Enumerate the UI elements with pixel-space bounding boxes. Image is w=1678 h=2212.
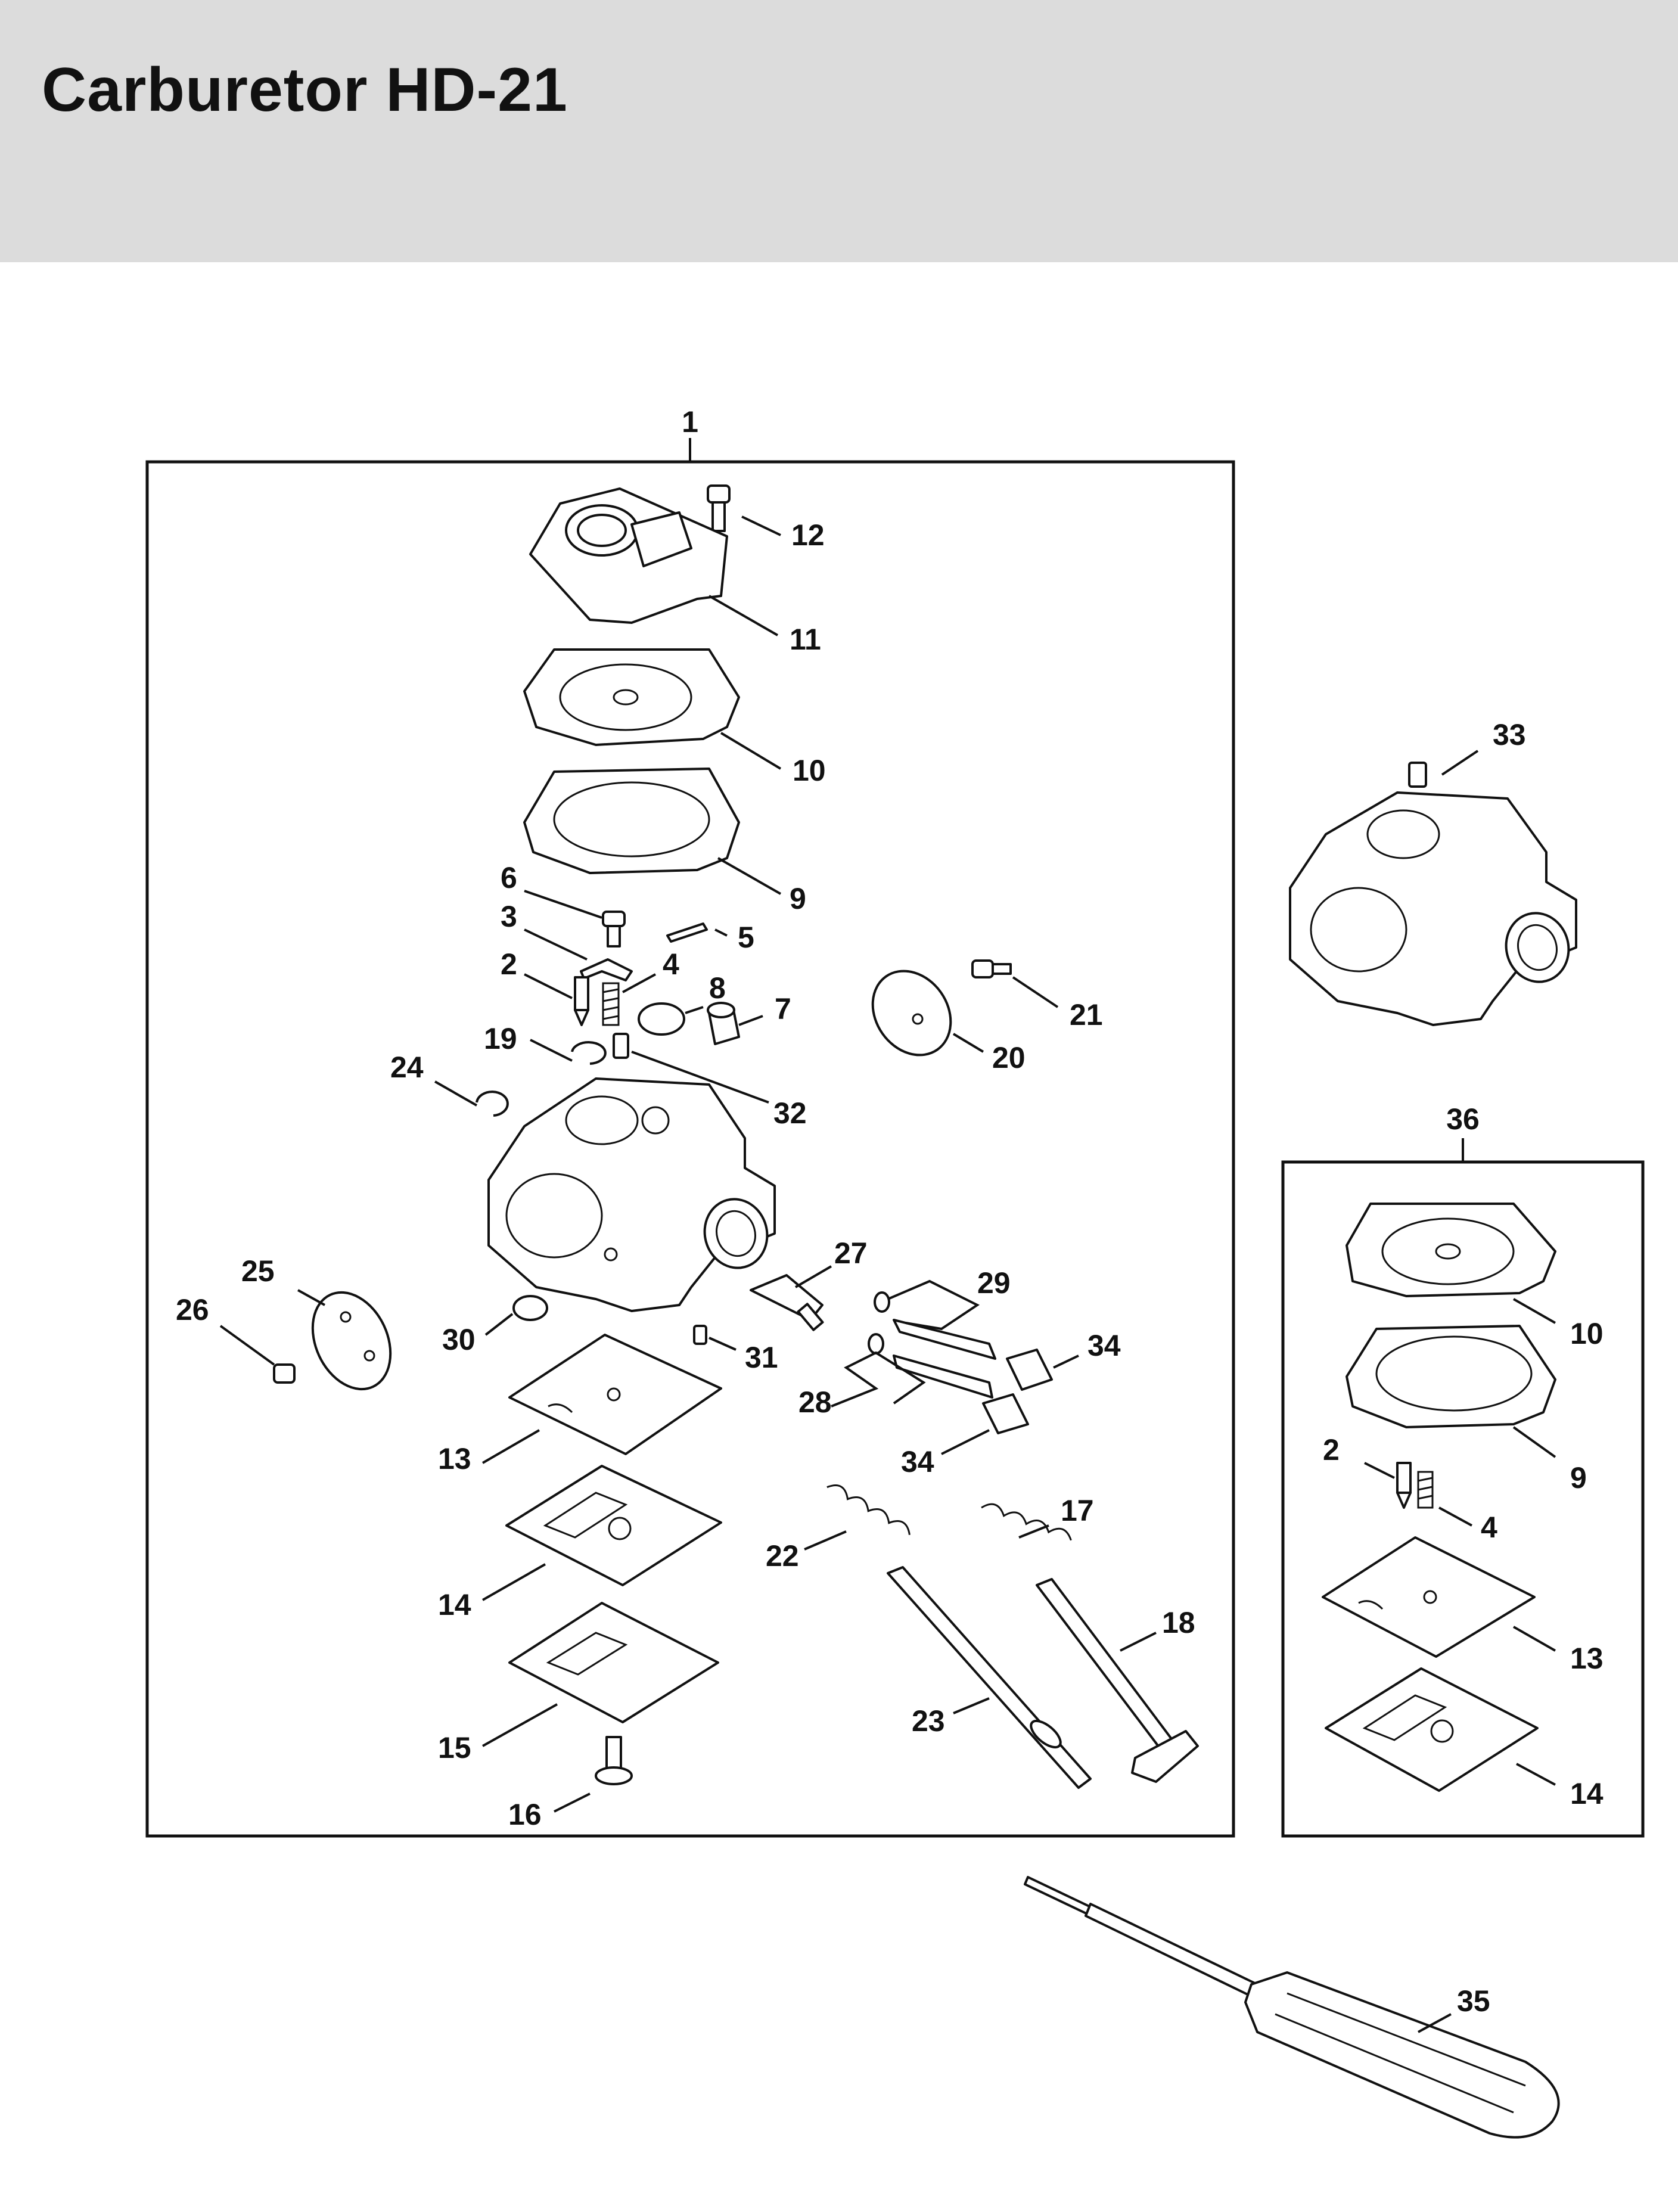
callout-14: 14 <box>438 1588 471 1621</box>
kit-part-14-plate <box>1325 1667 1539 1792</box>
part-30-screen <box>512 1295 548 1321</box>
part-27-needle-screw <box>750 1274 824 1331</box>
kit-part-9-gasket <box>1345 1325 1556 1428</box>
part-7-plug <box>707 1002 740 1045</box>
callout-18: 18 <box>1162 1606 1195 1639</box>
callout-8: 8 <box>709 971 726 1005</box>
callout-31: 31 <box>745 1341 778 1374</box>
callout-26: 26 <box>176 1293 209 1326</box>
kit-callout-4: 4 <box>1481 1511 1497 1544</box>
part-9-gasket <box>523 768 740 874</box>
part-26-screw <box>273 1363 296 1384</box>
part-23-throttle-shaft <box>887 1566 1092 1789</box>
part-20-plate <box>871 970 952 1057</box>
part-16-screw <box>595 1736 633 1785</box>
part-6-screw <box>602 911 626 947</box>
callout-28: 28 <box>798 1385 832 1419</box>
carburetor-body <box>487 1077 776 1312</box>
part-22-spring <box>826 1484 911 1535</box>
part-12-screw <box>707 484 731 532</box>
kit-callout-10: 10 <box>1570 1317 1604 1350</box>
carburetor-body-reference <box>1289 791 1577 1026</box>
part-24-clip <box>476 1091 509 1117</box>
part-2-needle <box>574 976 589 1026</box>
callout-6: 6 <box>501 861 517 894</box>
part-31-pin <box>693 1325 707 1345</box>
callout-19: 19 <box>484 1022 517 1055</box>
callout-36: 36 <box>1446 1102 1480 1136</box>
part-32-screw <box>613 1033 629 1059</box>
part-5-pin <box>666 922 708 943</box>
part-18-choke-shaft <box>1036 1578 1199 1783</box>
callout-5: 5 <box>738 921 754 954</box>
callout-34-lower: 34 <box>901 1445 934 1478</box>
part-17-spring <box>981 1503 1072 1541</box>
part-21-screw <box>971 959 1012 978</box>
part-29-needle <box>874 1291 996 1360</box>
part-13-gasket <box>508 1334 722 1455</box>
callout-24: 24 <box>390 1051 424 1084</box>
kit-callout-13: 13 <box>1570 1642 1604 1675</box>
callout-2: 2 <box>501 947 517 981</box>
callout-group: 1 12 11 10 9 6 5 3 2 4 8 7 19 24 32 21 2 <box>176 405 1604 2033</box>
kit-part-4-spring <box>1417 1471 1434 1509</box>
part-34-limiter-cap <box>982 1349 1053 1434</box>
part-33-plug <box>1408 762 1427 788</box>
callout-15: 15 <box>438 1731 471 1764</box>
part-4-spring <box>602 982 620 1026</box>
callout-29: 29 <box>977 1266 1011 1300</box>
callout-30: 30 <box>442 1323 476 1356</box>
callout-13: 13 <box>438 1442 471 1475</box>
part-14-metering-plate <box>505 1465 722 1586</box>
callout-12: 12 <box>791 518 825 552</box>
callout-7: 7 <box>775 992 791 1026</box>
callout-35: 35 <box>1457 1984 1490 2018</box>
callout-1: 1 <box>682 405 698 439</box>
page-title: Carburetor HD-21 <box>42 55 568 125</box>
header-band <box>0 0 1678 262</box>
part-8-disc <box>638 1002 685 1036</box>
callout-9: 9 <box>790 882 806 915</box>
callout-3: 3 <box>501 900 517 933</box>
callout-11: 11 <box>790 623 821 656</box>
callout-10: 10 <box>793 754 826 787</box>
callout-25: 25 <box>241 1254 275 1288</box>
kit-callout-14: 14 <box>1570 1777 1604 1810</box>
kit-callout-2: 2 <box>1323 1433 1340 1467</box>
callout-23: 23 <box>912 1704 945 1738</box>
part-10-diaphragm <box>523 648 740 746</box>
callout-33: 33 <box>1493 718 1526 751</box>
part-11-pump-cover <box>529 487 728 624</box>
callout-22: 22 <box>766 1539 799 1573</box>
callout-20: 20 <box>992 1041 1026 1074</box>
kit-part-2-needle <box>1396 1462 1412 1509</box>
callout-27: 27 <box>834 1237 868 1270</box>
part-19-clip <box>571 1041 607 1065</box>
callout-16: 16 <box>508 1798 542 1831</box>
callout-4: 4 <box>663 947 679 981</box>
callout-17: 17 <box>1061 1494 1094 1527</box>
part-35-screwdriver <box>1024 1876 1560 2139</box>
part-15-diaphragm <box>508 1602 719 1723</box>
callout-21: 21 <box>1070 998 1103 1032</box>
callout-34-upper: 34 <box>1087 1329 1121 1362</box>
part-28-needle <box>868 1333 993 1399</box>
kit-part-13-gasket <box>1322 1536 1536 1658</box>
kit-part-10-diaphragm <box>1345 1203 1556 1297</box>
callout-32: 32 <box>773 1096 807 1130</box>
kit-callout-9: 9 <box>1570 1461 1587 1495</box>
part-25-plate <box>311 1291 392 1391</box>
